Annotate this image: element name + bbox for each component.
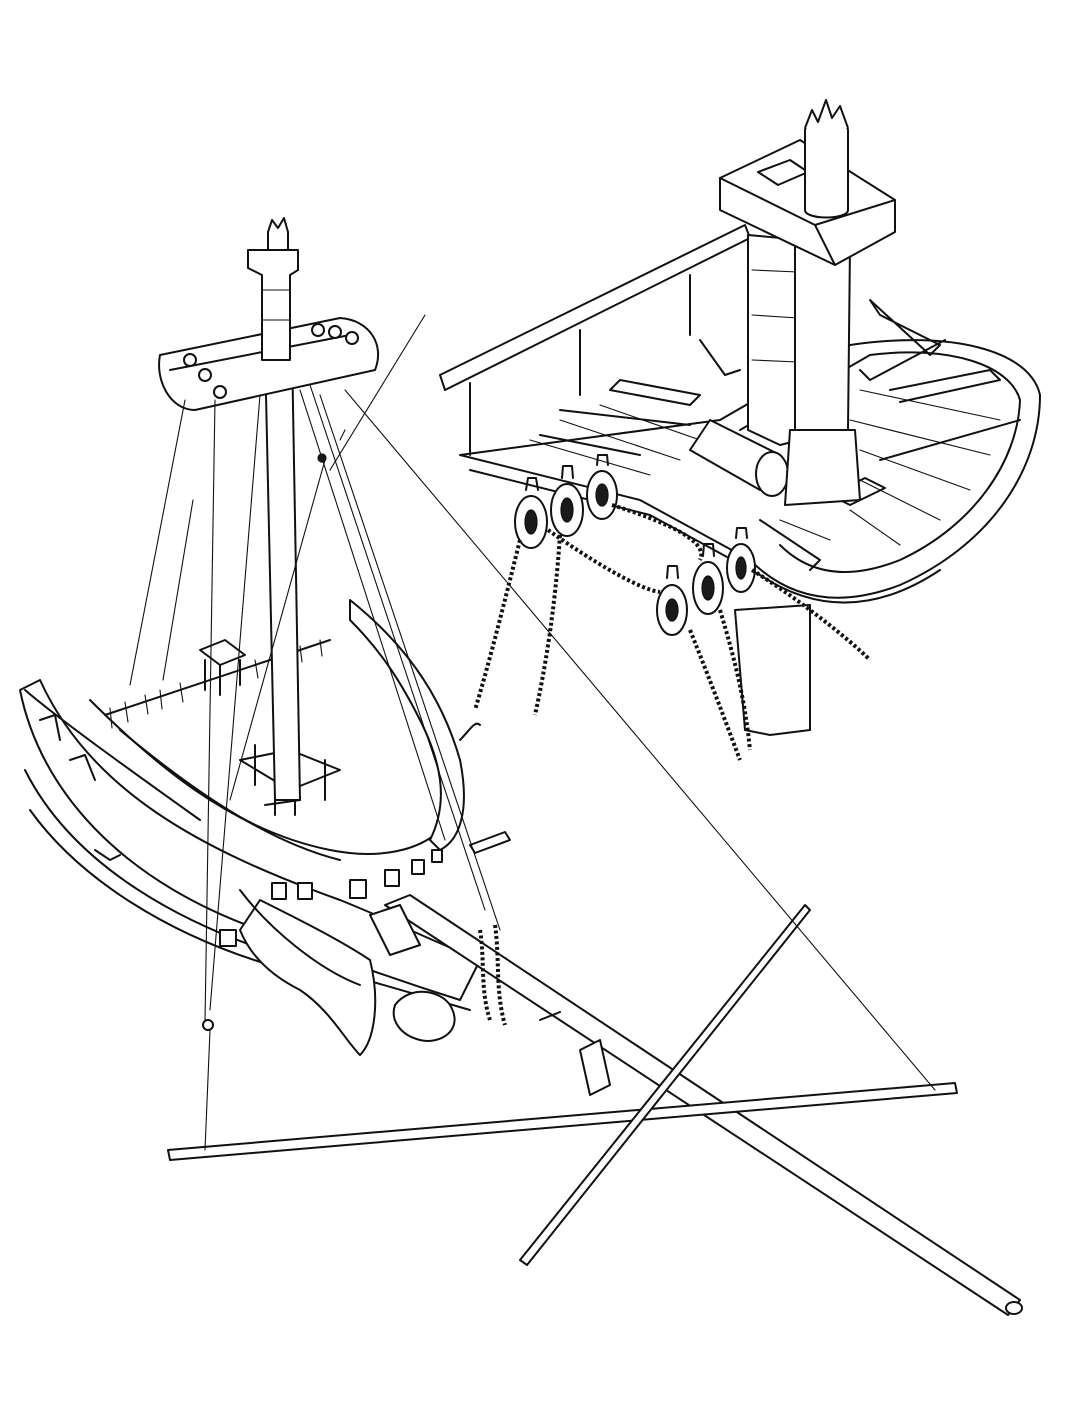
masthead [247, 249, 299, 361]
tackle-blocks [473, 454, 872, 761]
spritsail-yard [167, 1082, 958, 1161]
foremast [158, 217, 380, 801]
deck-planks [529, 389, 1001, 546]
bow-head [239, 899, 377, 1056]
cathead [469, 831, 511, 854]
block-1 [514, 477, 548, 549]
bulwark-chocks [219, 849, 443, 947]
deck-rail [439, 224, 751, 456]
fighting-top-sheaves [183, 323, 359, 399]
bow-hull [19, 679, 481, 1001]
deck-rim [739, 351, 1021, 573]
gammoning-rope [478, 929, 492, 1021]
block-5 [692, 543, 724, 615]
deck-beams [539, 299, 1021, 571]
bowsprit-cap [579, 1039, 611, 1096]
block-2 [550, 465, 584, 537]
rigging-lines [129, 314, 936, 1151]
deck-detail [439, 99, 1041, 736]
sternpost [734, 604, 811, 736]
figurehead [392, 990, 456, 1042]
block-3 [586, 454, 618, 520]
block-6 [726, 527, 756, 593]
main-mast [719, 99, 896, 506]
tackle-rope-upper [546, 528, 661, 594]
bow-structure [19, 599, 511, 1056]
stem [349, 599, 465, 851]
lower-yard [519, 904, 811, 1266]
gammoning [369, 904, 421, 956]
block-4 [656, 565, 688, 636]
